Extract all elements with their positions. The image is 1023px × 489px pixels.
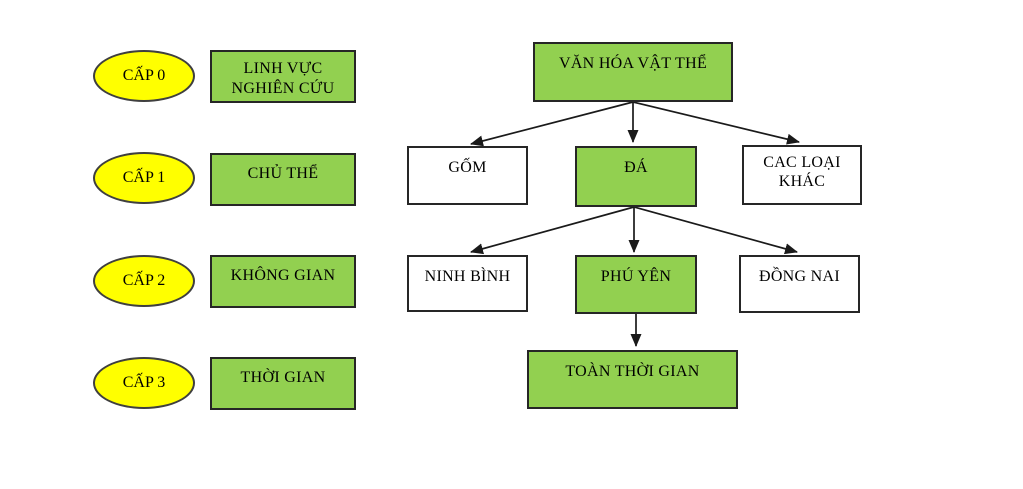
level-ellipse-cap-3: CẤP 3 [93,357,195,409]
legend-box-label: CHỦ THỂ [247,165,319,182]
arrow-root-to-cac-loai-khac [632,101,800,145]
legend-box-label: KHÔNG GIAN [230,267,336,284]
node-label: CAC LOẠI KHÁC [763,154,841,190]
level-ellipse-cap-0: CẤP 0 [93,50,195,102]
node-ninh-binh: NINH BÌNH [407,255,528,312]
node-da: ĐÁ [575,146,697,207]
node-toan-thoi-gian: TOÀN THỜI GIAN [527,350,738,409]
arrow-da-to-ninh-binh [470,206,635,255]
node-gom: GỐM [407,146,528,205]
node-label: VĂN HÓA VẬT THỂ [558,55,708,72]
legend-box-chu-the: CHỦ THỂ [210,153,356,206]
node-label: ĐÁ [624,159,648,176]
node-label: NINH BÌNH [424,268,511,285]
node-label: TOÀN THỜI GIAN [565,363,700,380]
level-ellipse-cap-1: CẤP 1 [93,152,195,204]
legend-box-label: THỜI GIAN [240,369,326,386]
node-label: GỐM [448,159,487,176]
level-label: CẤP 3 [122,374,166,391]
arrow-da-to-dong-nai [633,206,798,255]
arrow-root-to-gom [470,101,634,147]
node-phu-yen: PHÚ YÊN [575,255,697,314]
level-ellipse-cap-2: CẤP 2 [93,255,195,307]
level-label: CẤP 2 [122,272,166,289]
level-label: CẤP 0 [122,67,166,84]
node-dong-nai: ĐỒNG NAI [739,255,860,313]
legend-box-label: LINH VỰC NGHIÊN CỨU [231,60,335,97]
legend-box-linh-vuc-nghien-cuu: LINH VỰC NGHIÊN CỨU [210,50,356,103]
node-label: ĐỒNG NAI [758,268,841,285]
node-van-hoa-vat-the: VĂN HÓA VẬT THỂ [533,42,733,102]
level-label: CẤP 1 [122,169,166,186]
node-cac-loai-khac: CAC LOẠI KHÁC [742,145,862,205]
legend-box-thoi-gian: THỜI GIAN [210,357,356,410]
legend-box-khong-gian: KHÔNG GIAN [210,255,356,308]
node-label: PHÚ YÊN [600,268,672,285]
